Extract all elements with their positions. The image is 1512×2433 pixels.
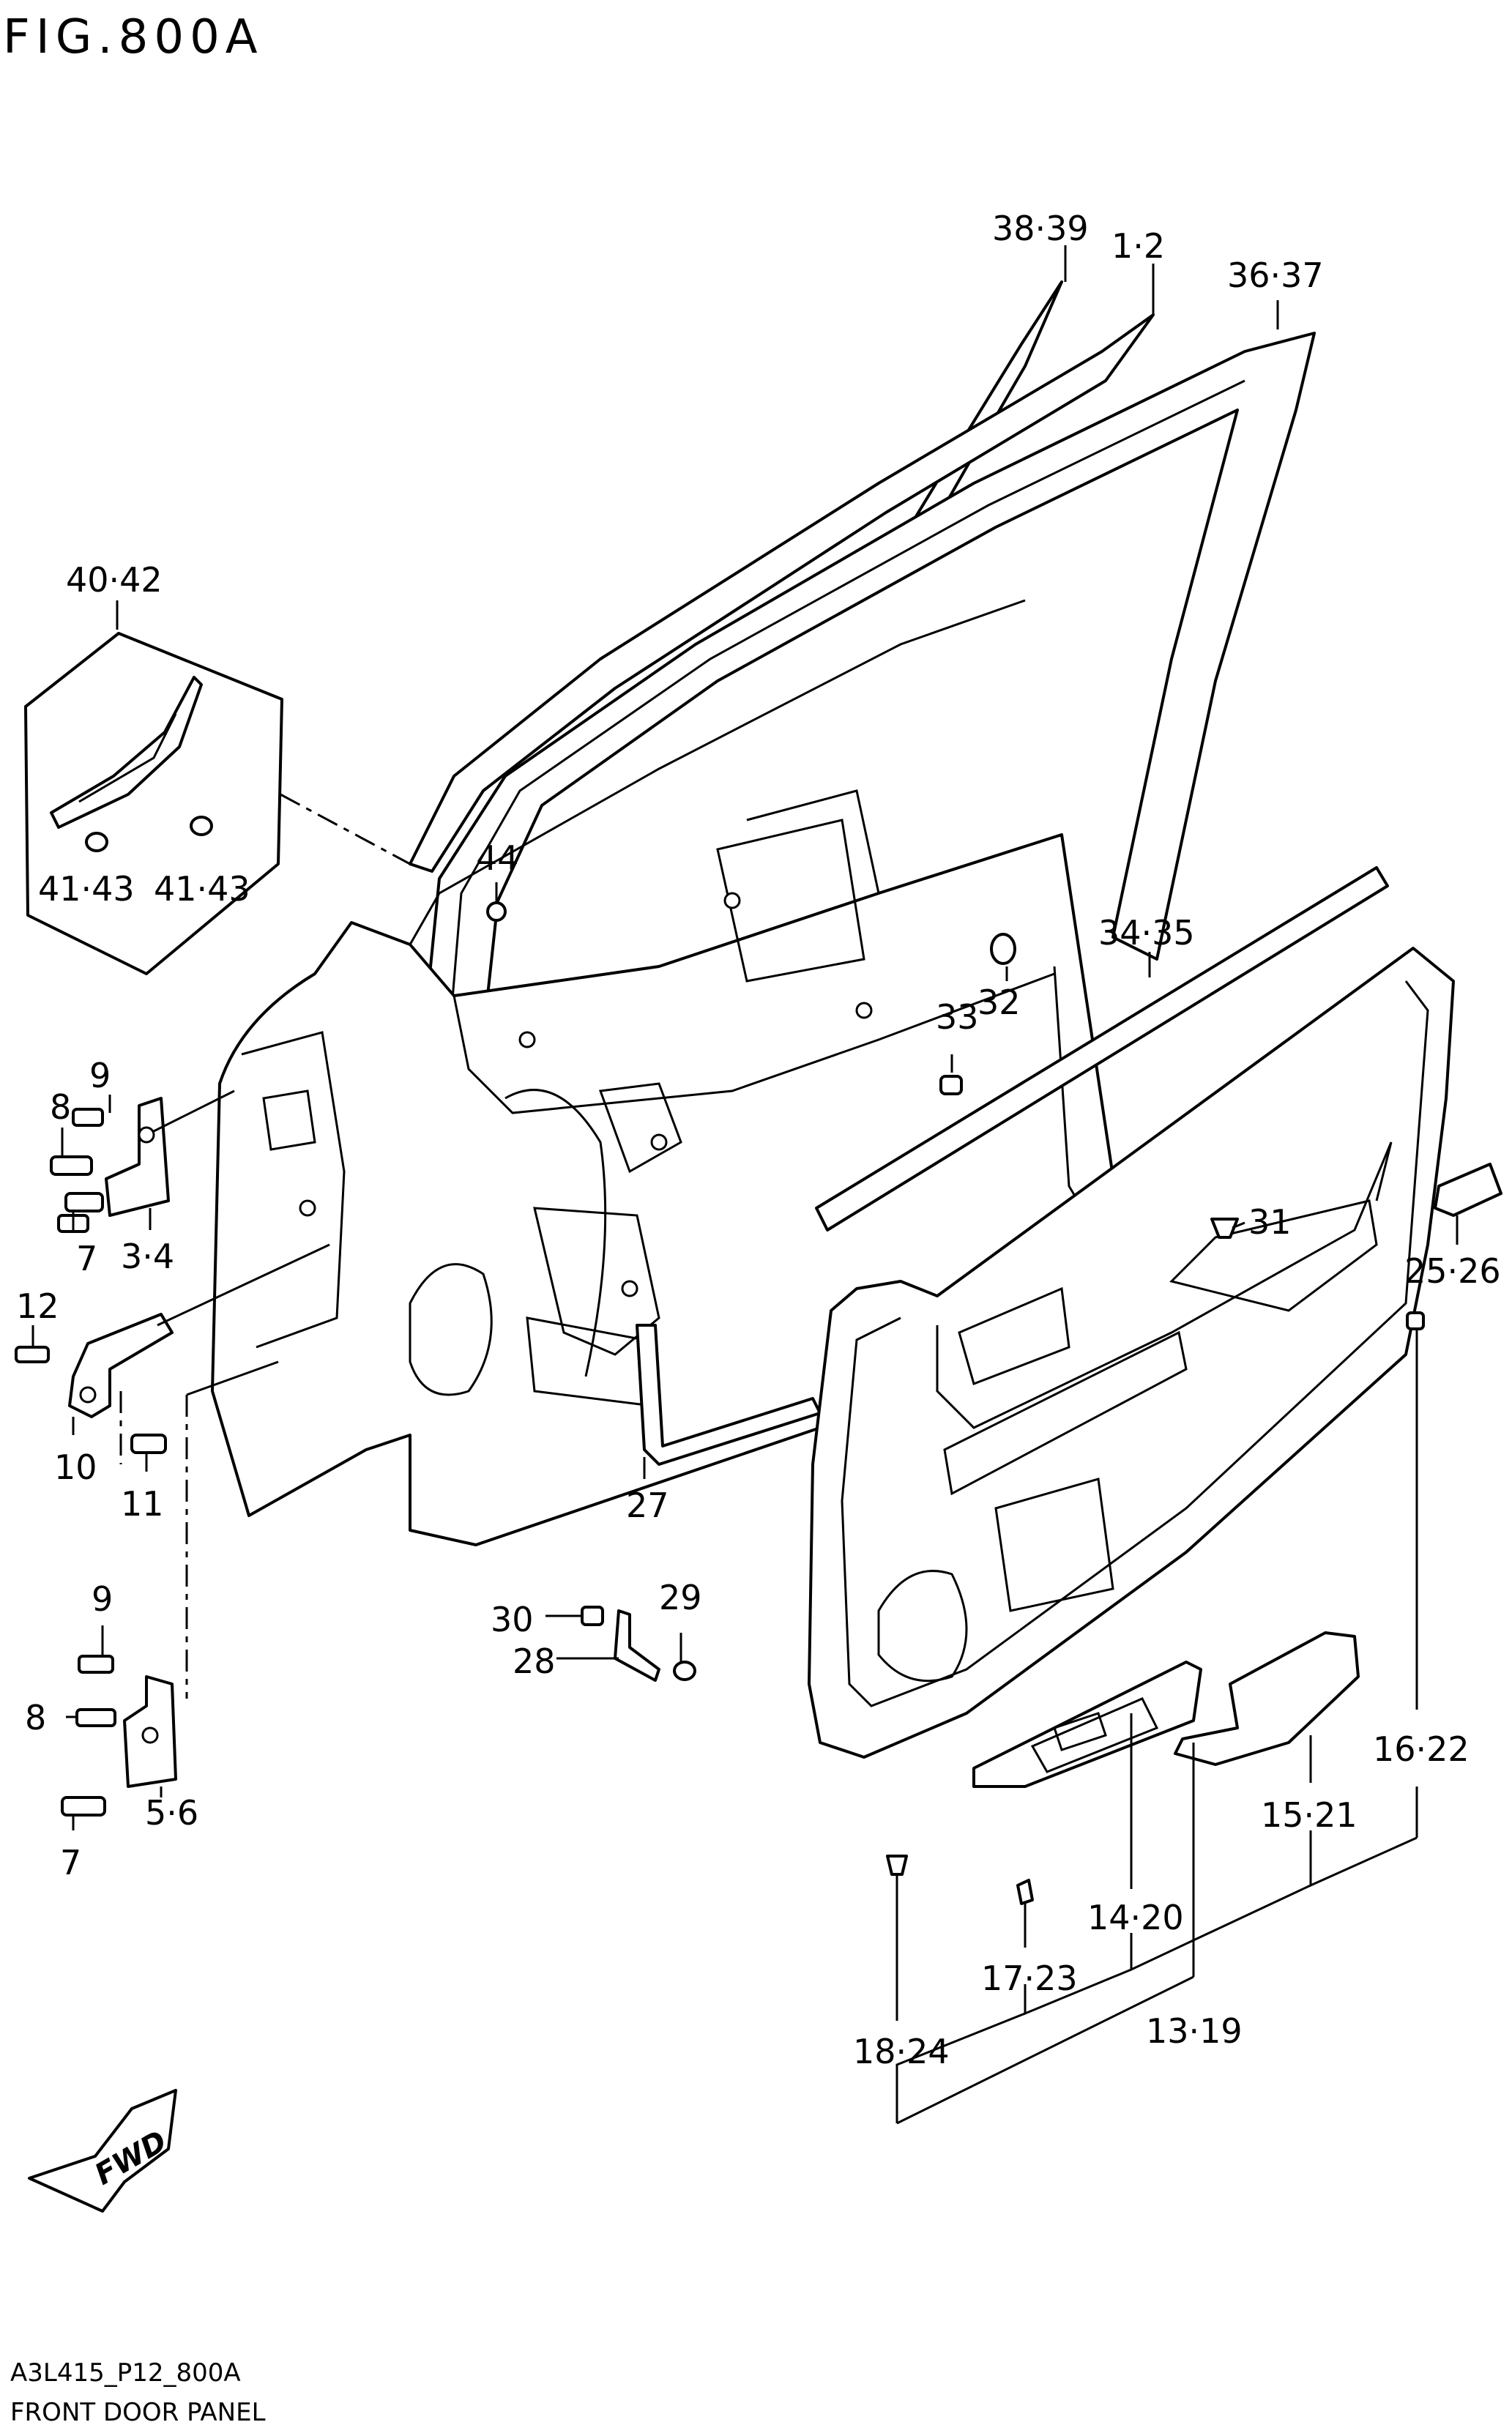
callout-34-35: 34·35 [1098, 913, 1195, 953]
callout-25-26: 25·26 [1404, 1251, 1501, 1291]
small-fasteners [486, 901, 1425, 1905]
callout-31: 31 [1248, 1202, 1292, 1242]
callout-9-lower: 9 [92, 1579, 113, 1619]
part-15-21-armrest [1174, 1631, 1360, 1766]
part-27-weatherstrip [636, 1324, 822, 1466]
callout-7-upper: 7 [76, 1239, 97, 1278]
callout-41-43-a: 41·43 [38, 869, 135, 909]
callout-1-2: 1·2 [1111, 226, 1165, 266]
callout-40-42: 40·42 [66, 560, 163, 600]
callout-44: 44 [476, 838, 519, 878]
part-25-26-bracket [1434, 1163, 1502, 1217]
door-trim-panel [808, 947, 1455, 1759]
callout-30: 30 [491, 1600, 534, 1639]
callout-9-upper: 9 [89, 1056, 111, 1095]
callout-17-23: 17·23 [981, 1959, 1078, 1998]
callout-28: 28 [513, 1642, 556, 1681]
callout-5-6: 5·6 [145, 1793, 198, 1833]
fwd-direction-badge: FWD [28, 2089, 177, 2213]
callout-11: 11 [121, 1484, 164, 1524]
part-34-35-belt-moulding [815, 866, 1389, 1232]
callout-33: 33 [936, 997, 979, 1037]
callout-32: 32 [977, 983, 1021, 1022]
bracket-28-assembly [581, 1606, 696, 1682]
drawing-code: A3L415_P12_800A [10, 2358, 241, 2388]
callout-7-lower: 7 [60, 1843, 81, 1882]
callout-16-22: 16·22 [1373, 1729, 1470, 1769]
callout-8-upper: 8 [50, 1087, 71, 1127]
callout-27: 27 [626, 1486, 669, 1525]
figure-caption: FRONT DOOR PANEL [10, 2398, 266, 2427]
callout-15-21: 15·21 [1261, 1795, 1358, 1835]
callout-12: 12 [16, 1286, 59, 1326]
lower-hinge-assembly [61, 1655, 177, 1817]
callout-14-20: 14·20 [1087, 1898, 1184, 1937]
callout-41-43-b: 41·43 [154, 869, 250, 909]
callout-13-19: 13·19 [1146, 2011, 1243, 2051]
leader-lines [31, 245, 1459, 2125]
door-check-assembly [15, 1313, 174, 1454]
figure-title: FIG.800A [3, 10, 264, 64]
detail-box-40-42 [24, 632, 283, 975]
callout-36-37: 36·37 [1227, 256, 1324, 295]
callout-3-4: 3·4 [121, 1237, 174, 1276]
callout-8-lower: 8 [25, 1698, 46, 1737]
callout-18-24: 18·24 [853, 2032, 950, 2071]
callout-10: 10 [54, 1447, 97, 1487]
part-14-20-switch-bezel [972, 1661, 1202, 1788]
callout-29: 29 [659, 1578, 702, 1617]
door-sash-strips [409, 280, 1316, 1173]
callout-labels: 38·39 1·2 36·37 40·42 41·43 41·43 44 34·… [16, 209, 1501, 2071]
callout-38-39: 38·39 [992, 209, 1089, 248]
